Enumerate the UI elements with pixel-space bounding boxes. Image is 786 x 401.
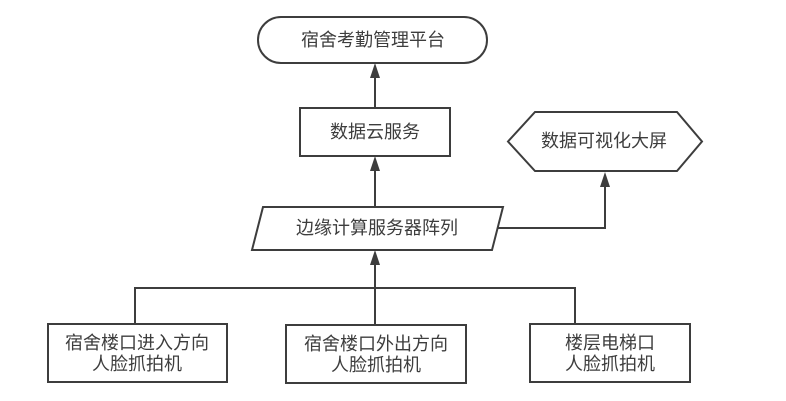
edge-servers-parallelogram-shape xyxy=(250,206,505,251)
camera-entry-rect-shape xyxy=(47,323,228,383)
cloud-service-rect-shape xyxy=(299,107,451,157)
visualization-screen-label: 数据可视化大屏 xyxy=(541,131,667,151)
node-platform: 宿舍考勤管理平台 xyxy=(257,16,488,64)
camera-exit-label-line1: 宿舍楼口外出方向 xyxy=(304,334,448,354)
cloud-service-label: 数据云服务 xyxy=(330,122,420,142)
visualization-screen-hexagon-shape xyxy=(506,111,704,172)
node-camera-entry: 宿舍楼口进入方向 人脸抓拍机 xyxy=(47,323,228,383)
node-camera-exit: 宿舍楼口外出方向 人脸抓拍机 xyxy=(285,324,467,384)
arrowhead-cloud-to-platform xyxy=(370,63,380,78)
arrowheads xyxy=(370,63,610,265)
node-visualization-screen: 数据可视化大屏 xyxy=(506,111,704,172)
node-camera-elevator: 楼层电梯口 人脸抓拍机 xyxy=(529,323,691,383)
camera-elevator-rect-shape xyxy=(529,323,691,383)
camera-elevator-label-line2: 人脸抓拍机 xyxy=(565,354,655,374)
platform-stadium-shape xyxy=(257,16,488,64)
node-cloud-service: 数据云服务 xyxy=(299,107,451,157)
edge-servers-label: 边缘计算服务器阵列 xyxy=(296,218,458,238)
arrowhead-edge-to-screen xyxy=(600,172,610,187)
camera-entry-label-line2: 人脸抓拍机 xyxy=(92,354,182,374)
node-edge-servers: 边缘计算服务器阵列 xyxy=(250,206,505,251)
connectors xyxy=(134,76,606,326)
camera-exit-rect-shape xyxy=(285,324,467,384)
arrowhead-bus-to-edge xyxy=(370,250,380,265)
platform-label: 宿舍考勤管理平台 xyxy=(301,30,445,50)
arrowhead-edge-to-cloud xyxy=(370,156,380,171)
arrow-edge-to-screen-line xyxy=(497,185,606,229)
camera-entry-label-line1: 宿舍楼口进入方向 xyxy=(65,333,209,353)
camera-elevator-label-line1: 楼层电梯口 xyxy=(565,333,655,353)
camera-exit-label-line2: 人脸抓拍机 xyxy=(331,355,421,375)
